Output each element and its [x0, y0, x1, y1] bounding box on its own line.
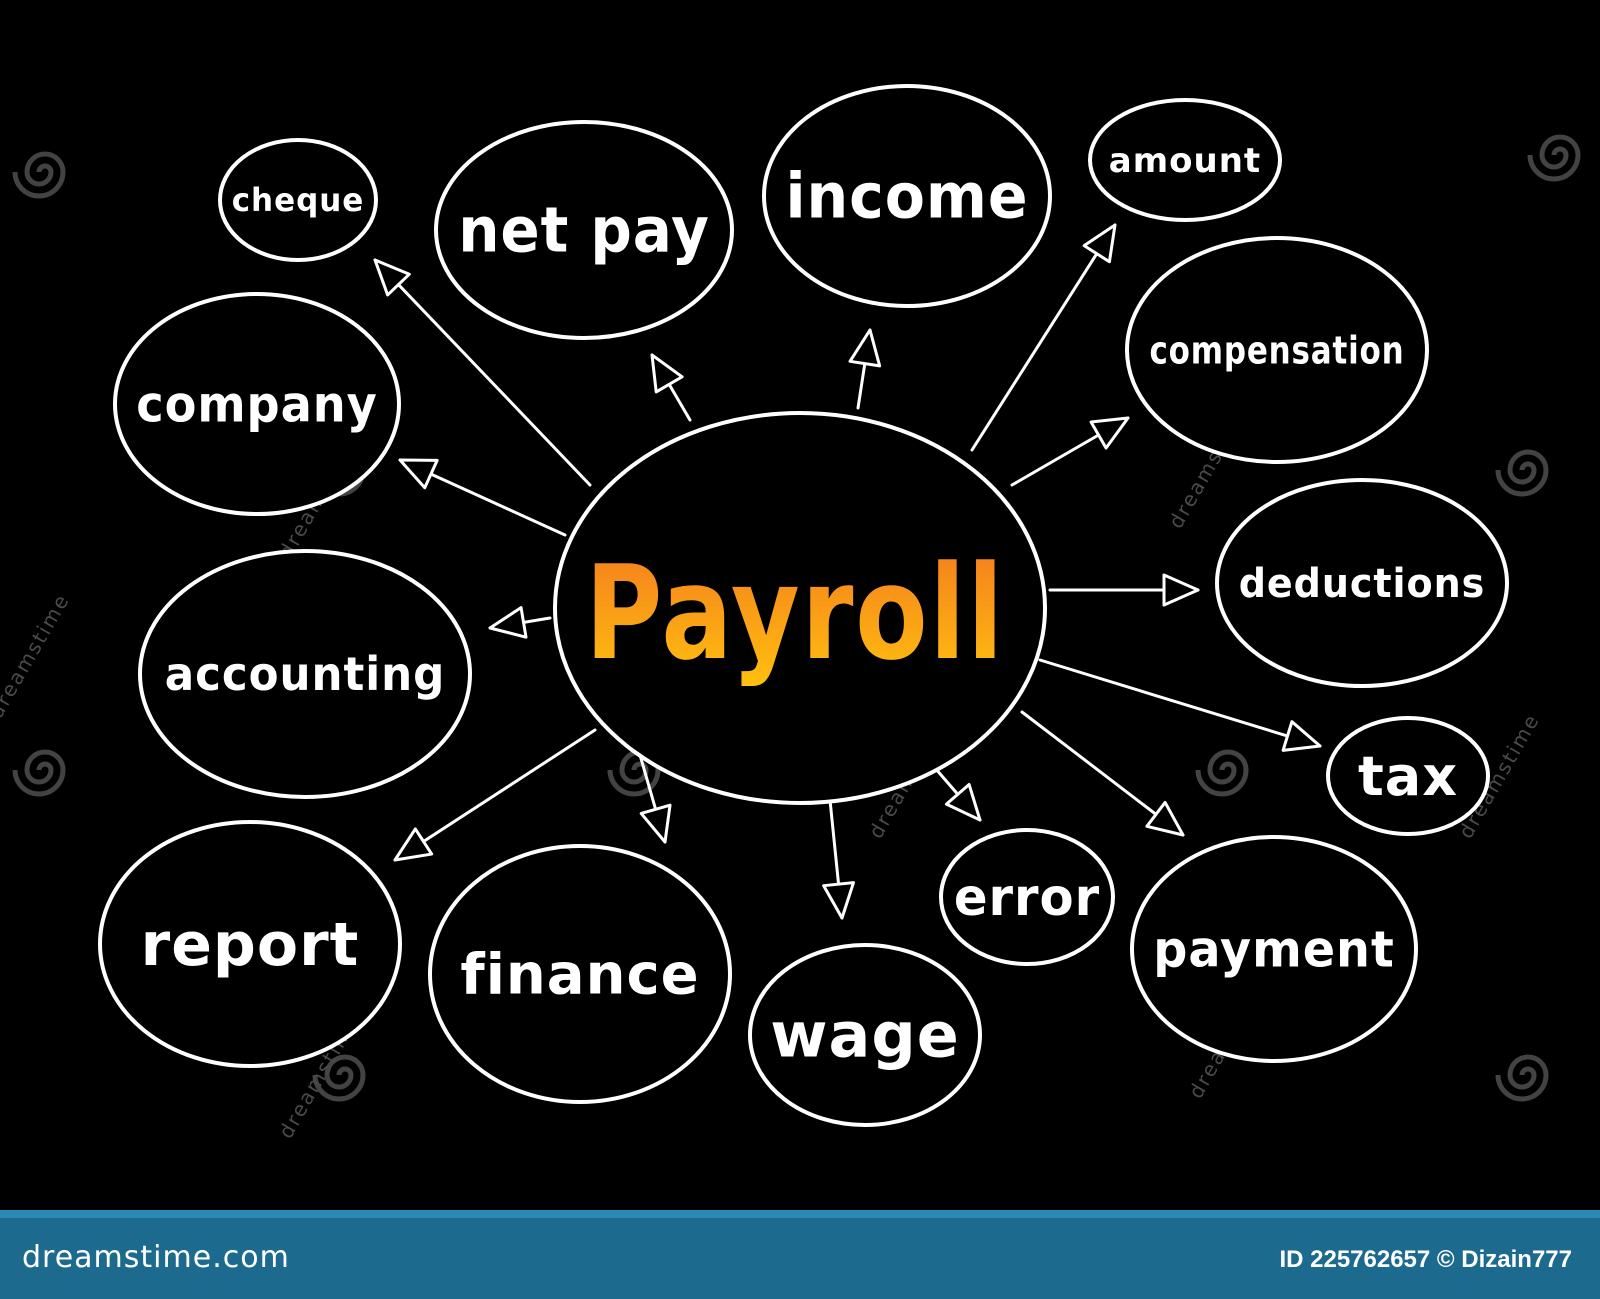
node-ring [1125, 236, 1429, 464]
connector-deductions [1048, 573, 1200, 607]
topic-nodes: cheque net pay income amount compensation com… [98, 84, 1509, 1127]
node-accounting: accounting [138, 549, 472, 799]
node-label: net pay [458, 194, 710, 267]
center-label: Payroll [585, 537, 1005, 689]
connector-wage [822, 798, 855, 920]
node-label: error [954, 868, 1100, 928]
connector-lines [373, 223, 1322, 920]
arrowhead-icon [822, 881, 855, 920]
arrowhead-icon [1145, 800, 1185, 837]
node-label: wage [770, 999, 960, 1072]
node-label: cheque [232, 181, 365, 219]
connector-income [848, 328, 882, 410]
dreamstime-spiral-icon [1527, 134, 1581, 182]
node-ring [434, 120, 734, 340]
node-company: company [113, 292, 401, 516]
node-ring [1326, 716, 1490, 836]
arrowhead-icon [373, 258, 411, 297]
arrowhead-icon [1089, 416, 1130, 450]
stock-footer-bar: dreamstime.com ID 225762657 © Dizain777 [0, 1210, 1600, 1299]
connector-amount [970, 223, 1117, 452]
center-ring [553, 411, 1047, 805]
node-label: income [785, 160, 1028, 233]
node-report: report [98, 820, 402, 1068]
footer-credit: ID 225762657 © Dizain777 [1279, 1246, 1572, 1273]
connector-line [373, 258, 592, 487]
node-tax: tax [1326, 716, 1490, 836]
node-payment: payment [1130, 835, 1418, 1063]
node-ring [1215, 478, 1509, 688]
node-cheque: cheque [218, 138, 378, 262]
connector-line [393, 728, 597, 862]
node-income: income [762, 84, 1052, 308]
connector-payment [1020, 710, 1185, 837]
dreamstime-spiral-icon [312, 1054, 366, 1102]
connector-error [933, 766, 982, 822]
central-topic: Payroll [553, 411, 1047, 805]
arrowhead-icon [650, 353, 684, 394]
node-amount: amount [1088, 98, 1282, 222]
node-ring [939, 828, 1115, 966]
node-wage: wage [748, 943, 982, 1127]
node-ring [428, 844, 732, 1104]
payroll-mind-map: dreamstimedreamstimedreamstimedreamstime… [0, 84, 1581, 1143]
connector-compensation [1010, 416, 1130, 487]
arrowhead-icon [639, 803, 672, 844]
arrowhead-icon [393, 827, 434, 862]
arrowhead-icon [1162, 573, 1200, 607]
watermark-text: dreamstime [0, 589, 74, 722]
node-label: compensation [1150, 328, 1405, 372]
arrowhead-icon [398, 458, 439, 490]
node-ring [748, 943, 982, 1127]
dreamstime-spiral-icon [607, 749, 661, 797]
node-label: amount [1109, 141, 1261, 181]
node-finance: finance [428, 844, 732, 1104]
node-compensation: compensation [1125, 236, 1429, 464]
node-ring [98, 820, 402, 1068]
node-net-pay: net pay [434, 120, 734, 340]
node-label: deductions [1239, 561, 1486, 607]
arrowhead-icon [848, 328, 882, 368]
dreamstime-spiral-icon [1495, 1054, 1549, 1102]
node-label: report [141, 910, 360, 980]
connector-tax [1038, 658, 1322, 752]
node-label: accounting [165, 647, 446, 701]
node-label: payment [1153, 921, 1394, 979]
dreamstime-spiral-icon [1195, 749, 1249, 797]
arrowhead-icon [1281, 720, 1322, 752]
node-ring [762, 84, 1052, 308]
arrowhead-icon [944, 782, 982, 822]
connector-company [398, 458, 567, 537]
footer-brand: dreamstime.com [22, 1240, 290, 1275]
connector-line [970, 223, 1117, 452]
node-deductions: deductions [1215, 478, 1509, 688]
connector-net-pay [650, 353, 692, 422]
connector-line [1038, 658, 1322, 748]
node-label: finance [460, 943, 699, 1008]
node-ring [218, 138, 378, 262]
connector-accounting [488, 606, 552, 639]
node-ring [138, 549, 472, 799]
dreamstime-spiral-icon [12, 151, 66, 199]
arrowhead-icon [1082, 223, 1117, 264]
node-label: company [136, 376, 377, 434]
connector-cheque [373, 258, 592, 487]
node-ring [1088, 98, 1282, 222]
arrowhead-icon [488, 606, 528, 639]
dreamstime-spiral-icon [1495, 449, 1549, 497]
connector-finance [638, 753, 672, 844]
node-label: tax [1358, 745, 1458, 808]
connector-report [393, 728, 597, 862]
dreamstime-spiral-icon [12, 749, 66, 797]
node-error: error [939, 828, 1115, 966]
node-ring [113, 292, 401, 516]
node-ring [1130, 835, 1418, 1063]
